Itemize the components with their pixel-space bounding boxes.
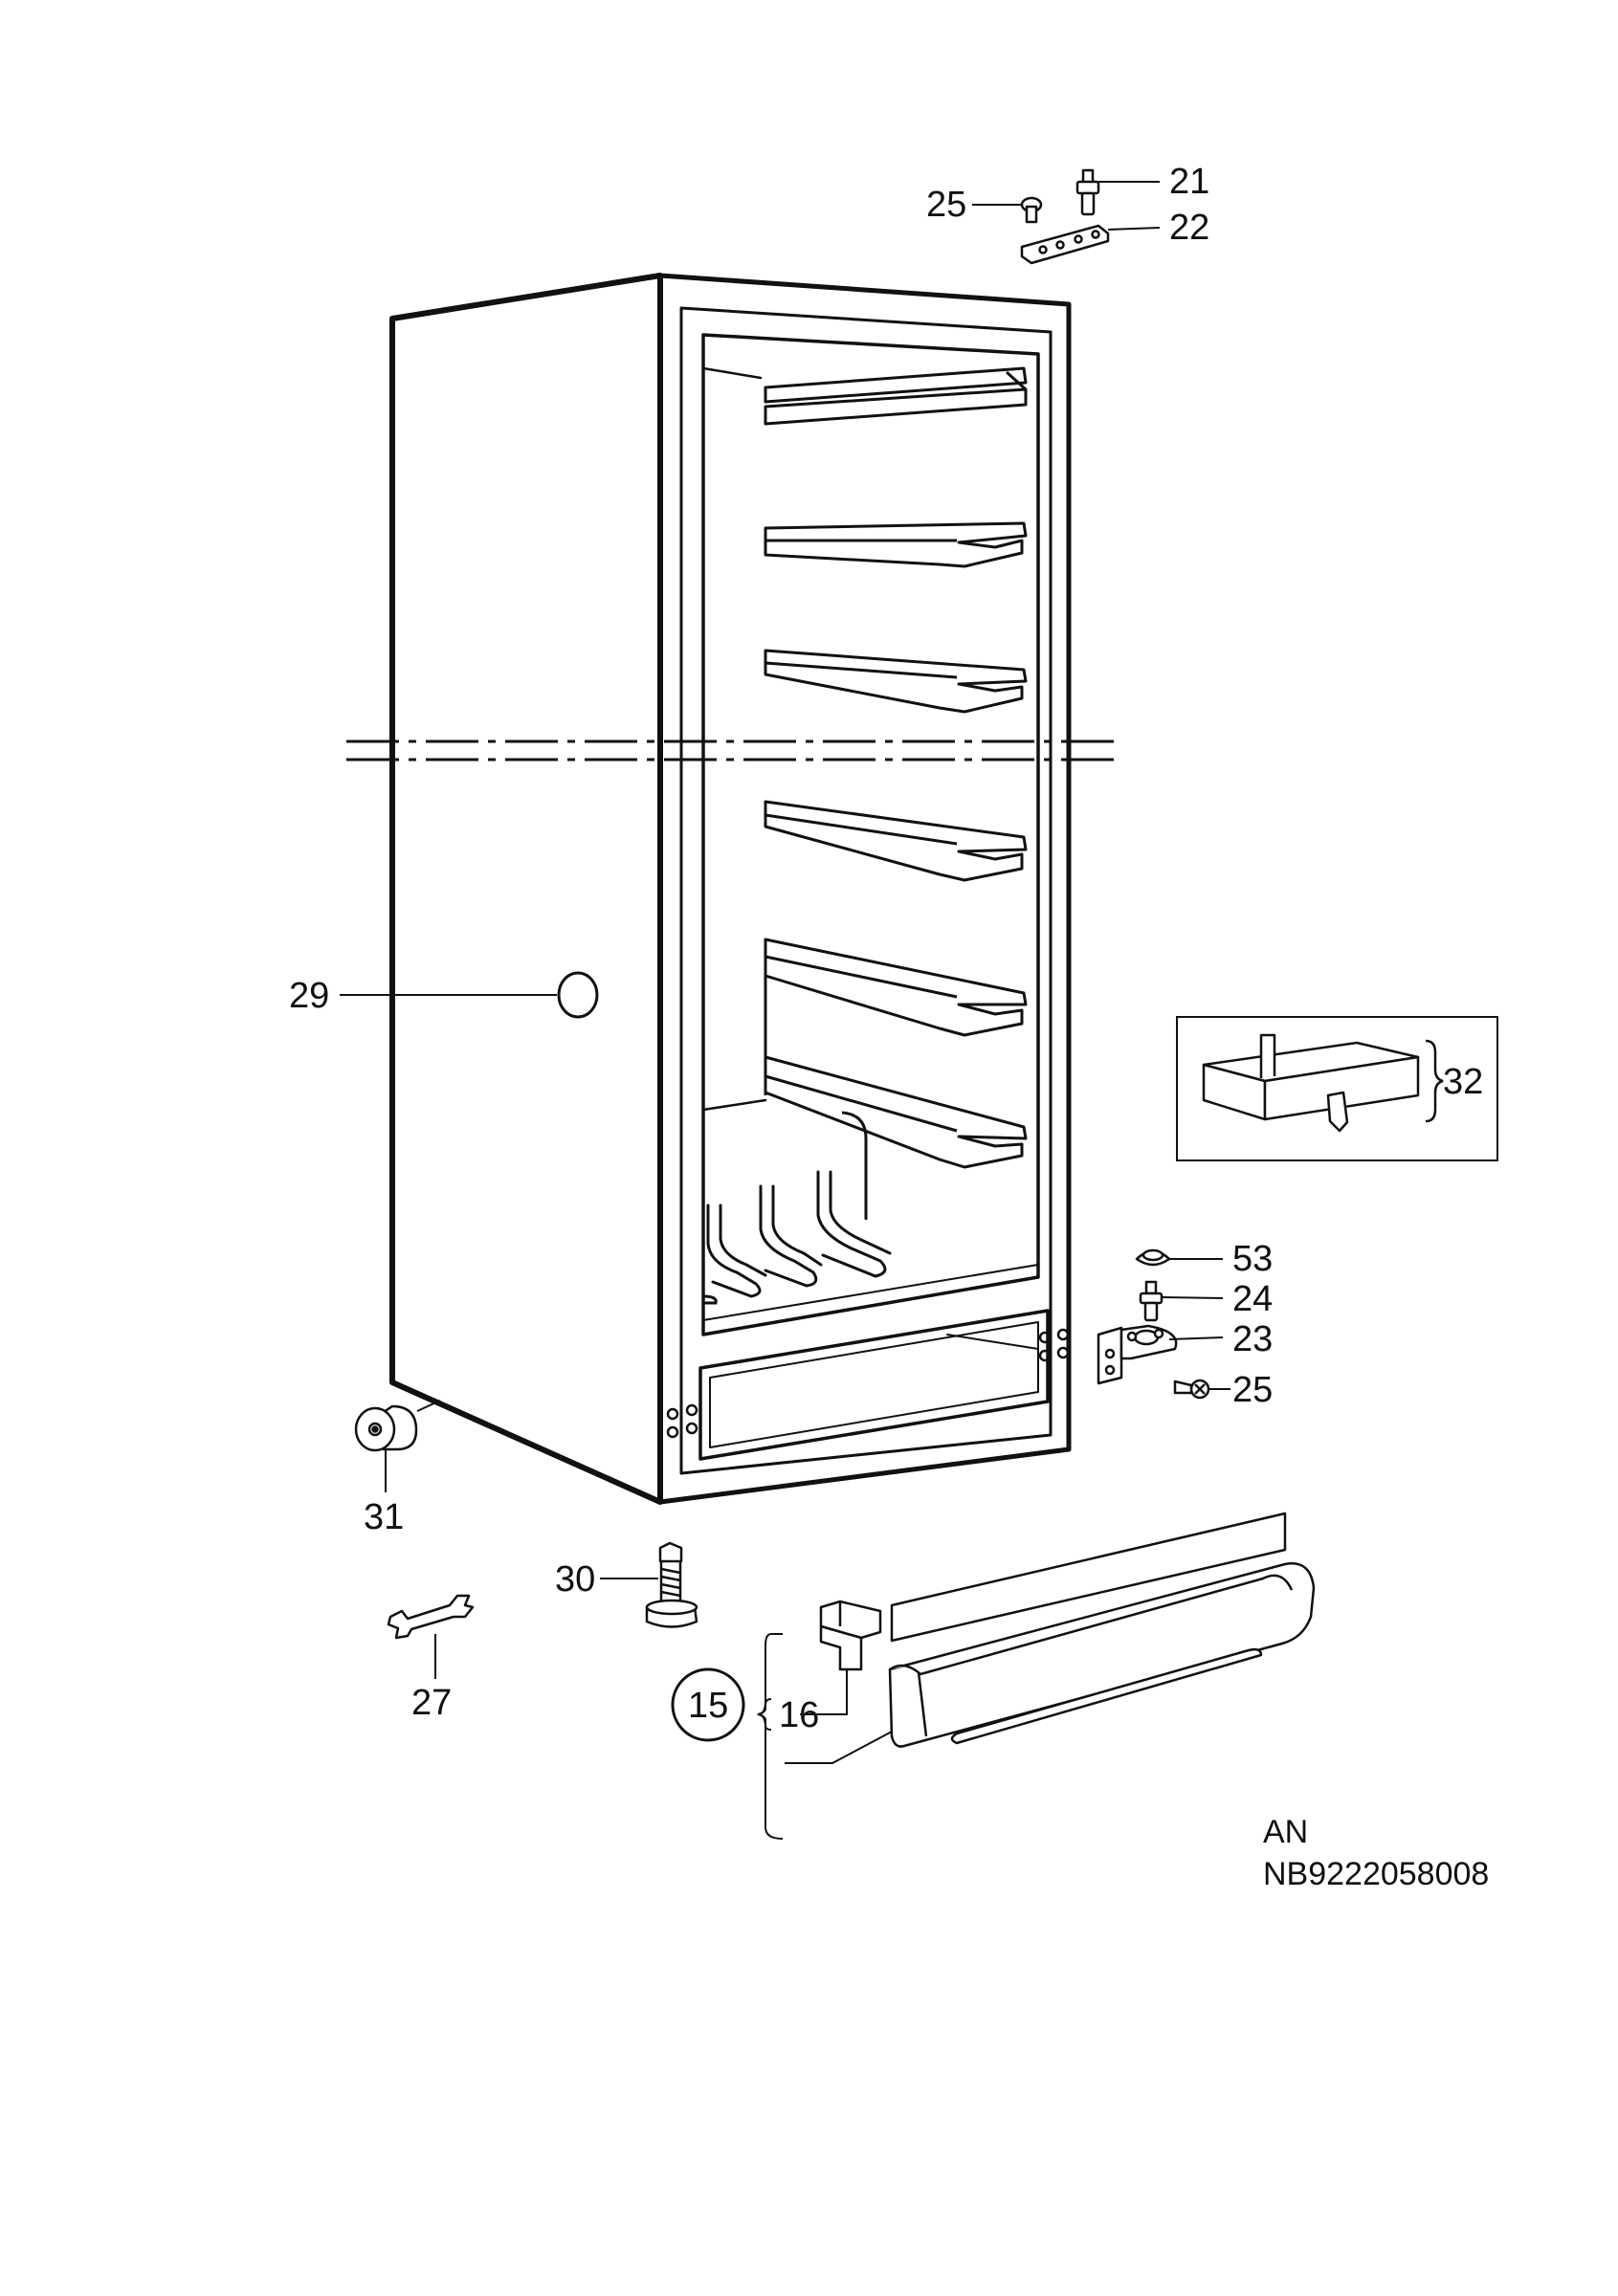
bracket-15	[756, 1633, 784, 1840]
hinge-pin-24	[1139, 1280, 1164, 1322]
shelf-runner-4	[764, 800, 1028, 882]
callout-32: 32	[1443, 1062, 1483, 1102]
leader-24	[1161, 1296, 1224, 1299]
frame-holes	[666, 1328, 1070, 1439]
break-line	[346, 740, 1119, 762]
shelf-runner-2	[764, 521, 1028, 568]
wrench-27	[387, 1594, 475, 1640]
code-line-part-number: NB9222058008	[1263, 1856, 1490, 1892]
callout-31: 31	[364, 1497, 404, 1537]
callout-15: 15	[688, 1686, 728, 1726]
foot-31	[354, 1404, 418, 1452]
handle-bar-15	[888, 1562, 1316, 1748]
screw-25-bottom	[1173, 1379, 1210, 1400]
callout-30: 30	[555, 1559, 595, 1600]
hinge-bracket-23	[1097, 1324, 1178, 1385]
levelling-foot-30	[645, 1541, 698, 1628]
side-panel-plug	[557, 971, 599, 1019]
hinge-bracket-22	[1020, 224, 1110, 265]
top-hinge-parts	[1020, 168, 1110, 265]
leader-22	[1107, 227, 1161, 231]
callout-16: 16	[779, 1695, 819, 1735]
leader-31b	[416, 1400, 441, 1412]
door-handle-assembly	[819, 1512, 1316, 1748]
bottom-hinge-parts	[1097, 1248, 1210, 1400]
callout-24: 24	[1232, 1279, 1273, 1319]
diagram-code-label: AN NB9222058008	[1263, 1811, 1489, 1895]
cabinet-front-frame	[657, 273, 1072, 1505]
callout-25-bottom: 25	[1232, 1370, 1273, 1410]
shelf-runner-6	[764, 1055, 1028, 1220]
callout-numbers: 25 21 22 29 32 53 24 23 25 31 30 27 15 1…	[289, 162, 1483, 1735]
code-line-an: AN	[1263, 1814, 1309, 1850]
cabinet-side-panel	[389, 273, 663, 1505]
callout-21: 21	[1169, 162, 1209, 202]
bottom-wire-rack	[701, 1170, 892, 1305]
leader-lines	[340, 181, 1230, 1840]
cap-53	[1135, 1248, 1171, 1267]
callout-15-circle	[671, 1667, 745, 1742]
callout-29: 29	[289, 976, 329, 1016]
top-screw-25	[1020, 196, 1043, 224]
bracket-16	[757, 1698, 772, 1731]
callout-27: 27	[411, 1683, 452, 1723]
callout-23: 23	[1232, 1319, 1273, 1359]
kickplate-compartment	[698, 1309, 1050, 1461]
handle-strip	[890, 1512, 1287, 1643]
callout-22: 22	[1169, 208, 1209, 248]
leader-15	[785, 1731, 893, 1764]
cabinet-body	[389, 273, 1072, 1505]
box-32-frame	[1176, 1016, 1498, 1161]
shelf-runners	[764, 366, 1028, 1220]
hinge-pin-21	[1075, 168, 1100, 216]
callout-53: 53	[1232, 1239, 1273, 1279]
callout-25-top: 25	[926, 185, 966, 225]
spare-part-box-32	[1176, 1016, 1498, 1161]
shelf-runner-3	[764, 649, 1028, 714]
shelf-runner-1	[764, 366, 1028, 426]
handle-clip-16	[819, 1600, 882, 1671]
leader-16	[800, 1669, 848, 1715]
leader-23	[1168, 1336, 1224, 1340]
